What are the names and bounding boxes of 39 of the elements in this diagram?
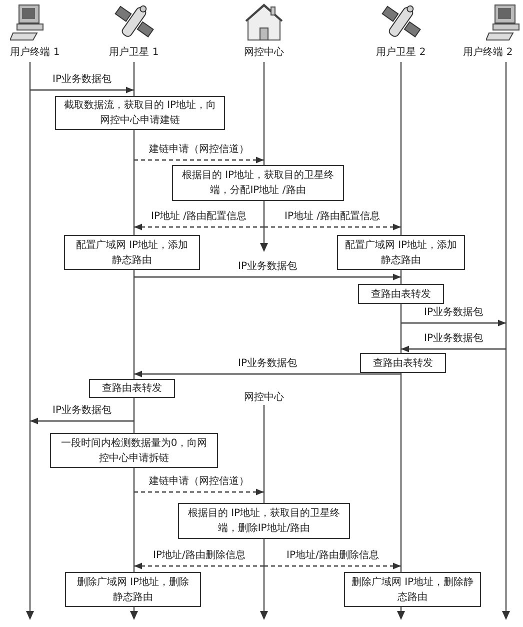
arrow [30,418,134,424]
participant-label: 用户卫星 2 [376,46,426,59]
participant-label: 用户卫星 1 [109,46,159,59]
arrow [401,320,506,326]
edge-label: IP地址/路由删除信息 [284,549,381,562]
process-box: 删除广域网 IP地址，删除静态路由 [65,572,201,607]
edge-label: IP业务数据包 [236,260,299,273]
process-box: 根据目的 IP地址，获取目的卫星终端，分配IP地址 /路由 [172,165,344,201]
process-box: 查路由表转发 [360,353,446,373]
process-box: 一段时间内检测数据量为0，向网控中心申请拆链 [50,433,218,468]
arrow [401,346,506,352]
arrow [134,370,401,378]
process-box: 查路由表转发 [358,284,444,304]
edge-label: IP业务数据包 [422,332,485,345]
arrow [134,562,264,570]
arrow [134,274,401,280]
edge-label: IP地址/路由删除信息 [151,549,248,562]
edge-label: IP业务数据包 [236,357,299,370]
arrow [30,86,134,94]
arrow [134,224,264,230]
arrow [264,562,401,570]
edge-label: IP地址 /路由配置信息 [149,210,249,223]
edge-label: IP业务数据包 [50,73,114,86]
arrow [134,156,264,164]
process-box: 配置广域网 IP地址，添加静态路由 [64,235,200,270]
participant-label: 用户终端 1 [10,46,60,59]
participant-label: 网控中心 [244,46,284,59]
arrow [134,488,264,496]
edge-label: IP业务数据包 [50,404,114,417]
process-box: 删除广域网 IP地址，删除静态路由 [344,572,481,607]
participant-label: 用户终端 2 [463,46,513,59]
process-box: 配置广域网 IP地址，添加静态路由 [337,235,465,270]
process-box: 查路由表转发 [89,379,175,398]
process-box: 根据目的 IP地址，获取目的卫星终端，删除IP地址/路由 [178,503,350,539]
process-box: 截取数据流，获取目的 IP地址，向网控中心申请建链 [55,96,225,130]
edge-label: IP业务数据包 [422,306,485,319]
edge-label: IP地址 /路由配置信息 [282,210,382,223]
participant-label: 网控中心 [244,390,284,404]
arrow [264,224,401,230]
